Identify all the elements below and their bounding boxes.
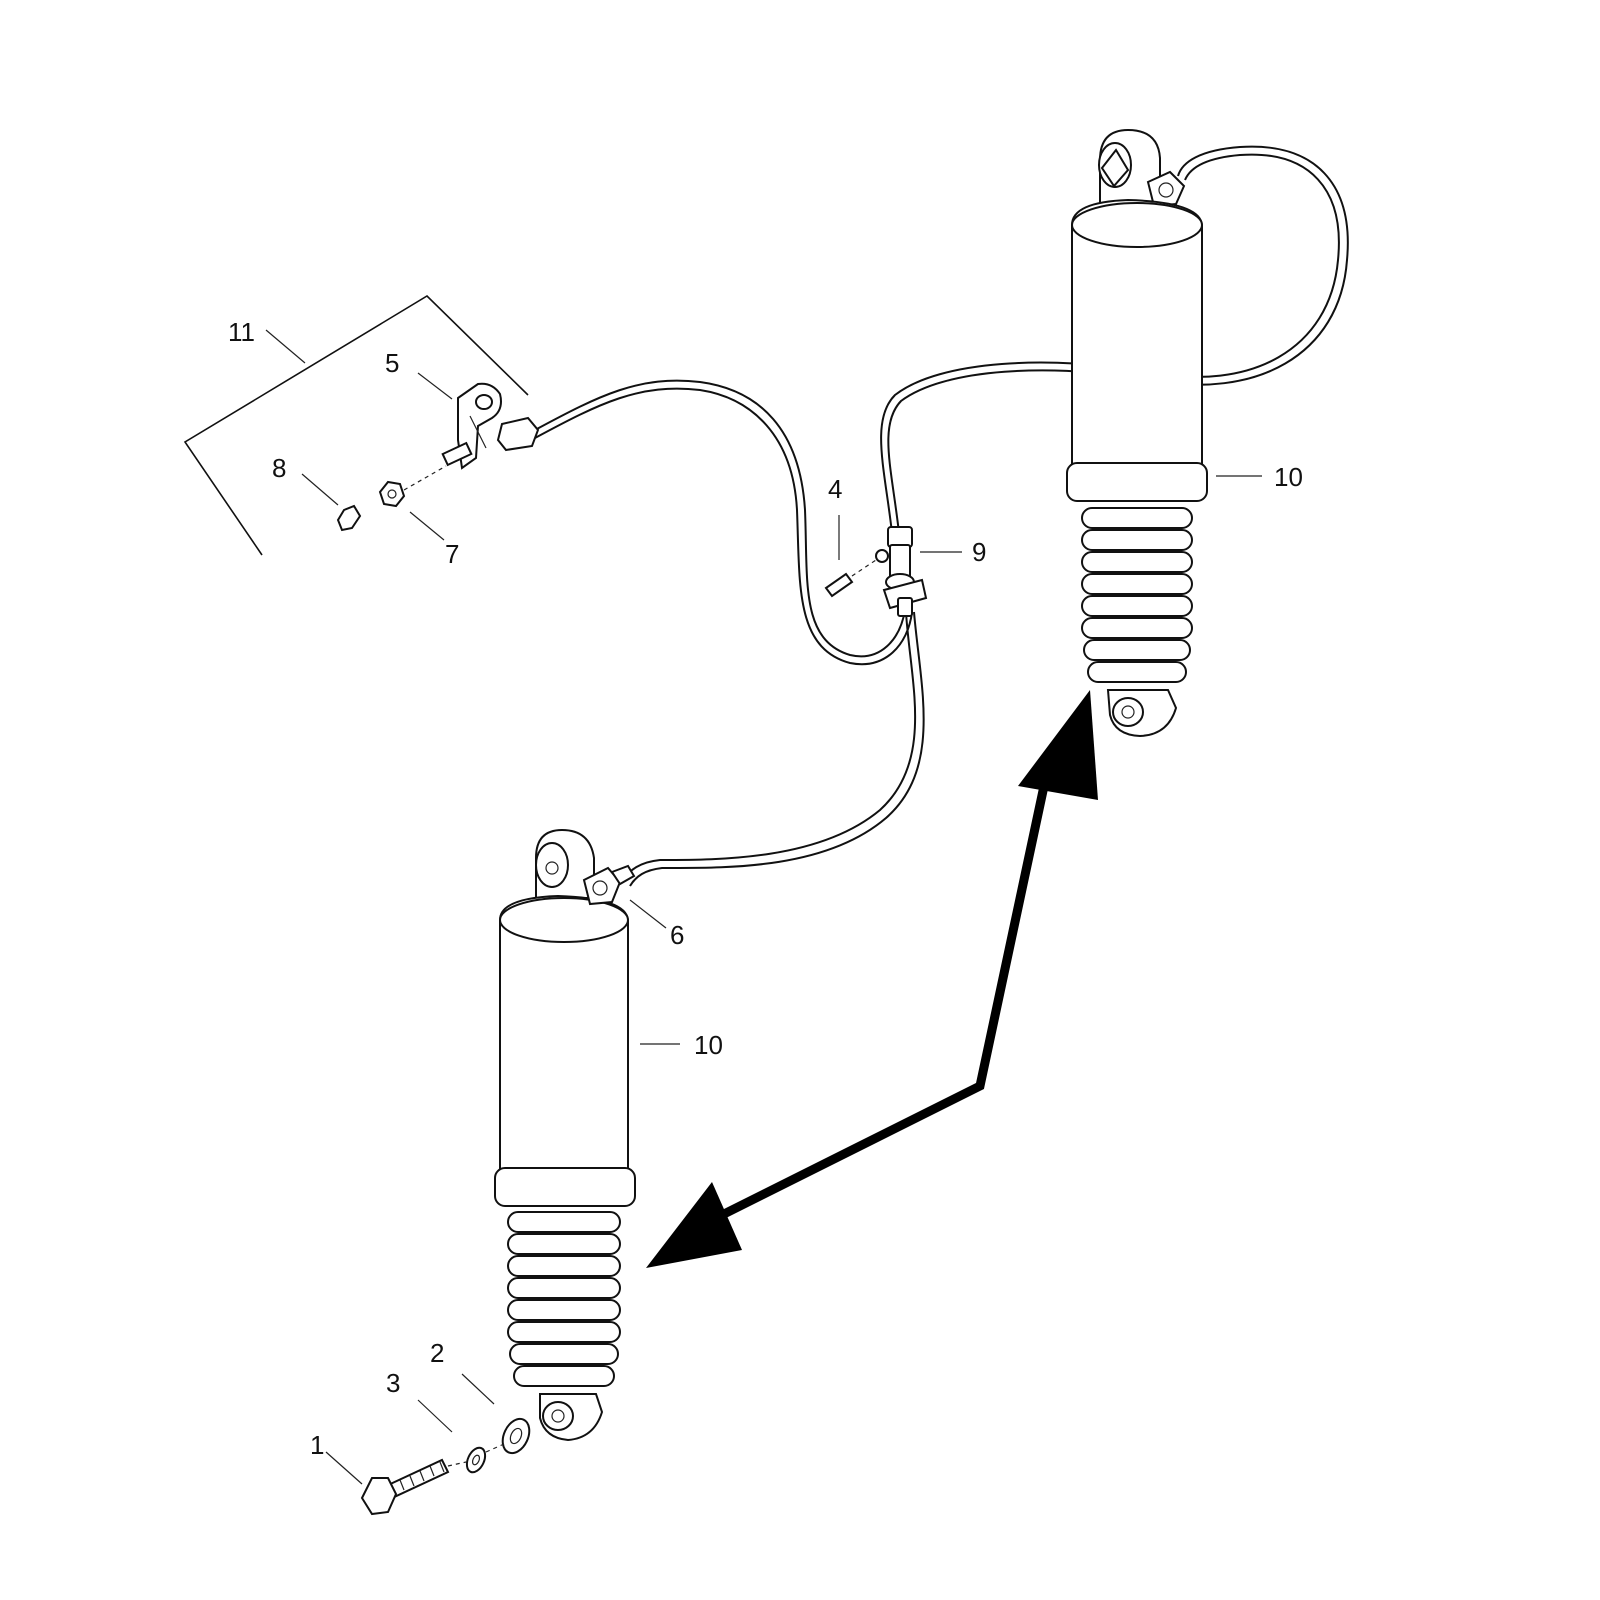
- callout-11: 11: [228, 317, 255, 347]
- callout-5: 5: [385, 348, 399, 378]
- leader-2: [461, 1373, 495, 1405]
- shock-absorber-icon: 6 10: [494, 828, 723, 1442]
- leader-11: [265, 329, 306, 364]
- callout-3: 3: [386, 1368, 400, 1398]
- shock-absorber-icon: 10: [1066, 128, 1303, 738]
- air-hose-lines: [496, 145, 1349, 887]
- leader-5: [417, 372, 453, 400]
- callout-1: 1: [310, 1430, 324, 1460]
- lock-washer-icon: 3: [386, 1368, 505, 1474]
- leader-8: [301, 473, 339, 506]
- bracket-icon: 5: [385, 348, 502, 470]
- leader-7: [409, 511, 445, 541]
- callout-10-front: 10: [694, 1030, 723, 1060]
- valve-kit-bracket-group: 11: [183, 294, 529, 556]
- callout-6: 6: [670, 920, 684, 950]
- leader-1: [325, 1451, 363, 1485]
- arrowhead-up: [1018, 690, 1098, 800]
- arrowhead-down: [646, 1182, 742, 1268]
- callout-4: 4: [828, 474, 842, 504]
- group-bracket-line: [183, 294, 529, 556]
- bellows-right: [1081, 507, 1193, 683]
- assembly-dash-7: [403, 465, 447, 491]
- t-fitting-icon: 9: [882, 526, 986, 617]
- screw-icon: 4: [824, 474, 889, 598]
- leader-3: [417, 1399, 453, 1433]
- bolt-icon: 1: [310, 1430, 467, 1516]
- leader-6: [629, 899, 667, 929]
- callout-10-rear: 10: [1274, 462, 1303, 492]
- callout-2: 2: [430, 1338, 444, 1368]
- connection-arrow: [646, 690, 1098, 1268]
- callout-8: 8: [272, 453, 286, 483]
- valve-cap-icon: 8: [272, 453, 362, 532]
- washer-icon: 2: [430, 1338, 531, 1455]
- callout-9: 9: [972, 537, 986, 567]
- bellows-left: [507, 1211, 621, 1387]
- nut-icon: 7: [378, 465, 459, 569]
- callout-7: 7: [445, 539, 459, 569]
